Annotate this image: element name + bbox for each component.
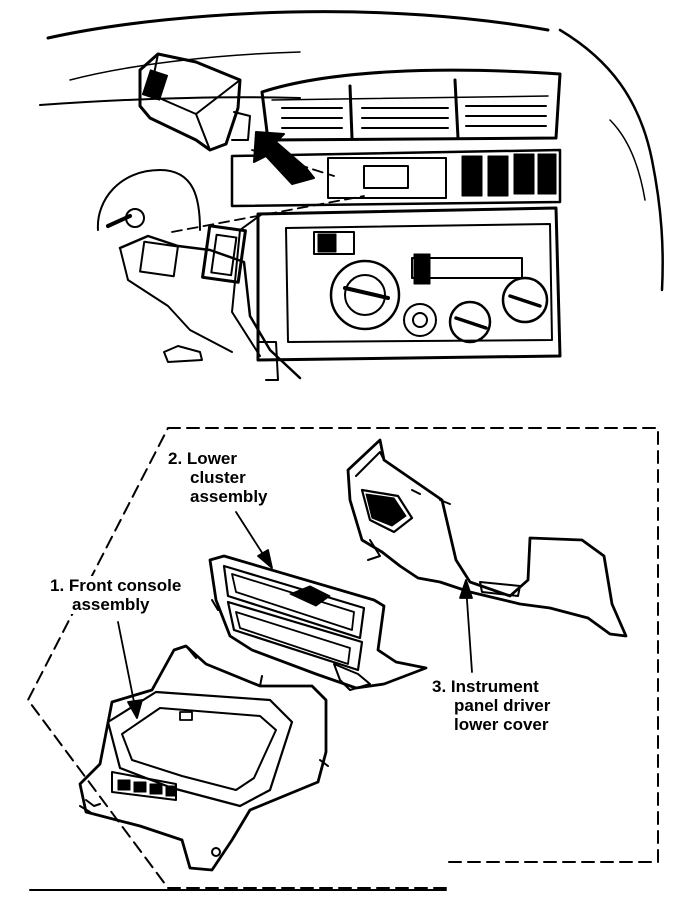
callout-3-number: 3. bbox=[432, 677, 447, 696]
leader-3-arrowhead bbox=[459, 579, 473, 599]
callout-1-label: 1. Front console assembly bbox=[48, 576, 184, 614]
callout-2-label: 2. Lower cluster assembly bbox=[166, 449, 270, 506]
leader-3 bbox=[465, 585, 473, 673]
front-console-assembly bbox=[78, 644, 329, 872]
callout-1-line-1: Front console bbox=[68, 576, 182, 595]
callout-3-line-1: Instrument bbox=[450, 677, 539, 696]
leader-2-arrowhead bbox=[257, 549, 273, 569]
callout-leaders bbox=[117, 511, 473, 719]
leader-1 bbox=[117, 621, 137, 713]
callout-2-line-1: Lower bbox=[186, 449, 237, 468]
callout-1-line-2: assembly bbox=[72, 595, 150, 614]
callout-2-line-2: cluster bbox=[190, 468, 246, 487]
dashed-frame bbox=[27, 427, 659, 889]
callout-2-number: 2. bbox=[168, 449, 183, 468]
callout-2-line-3: assembly bbox=[190, 487, 268, 506]
dashboard-illustration bbox=[39, 10, 664, 381]
lower-cluster-assembly bbox=[208, 554, 428, 691]
callout-3-line-2: panel driver bbox=[454, 696, 551, 715]
callout-3-label: 3. Instrument panel driver lower cover bbox=[430, 677, 553, 734]
leader-1-arrowhead bbox=[127, 699, 143, 719]
callout-3-line-3: lower cover bbox=[454, 715, 549, 734]
instrument-panel-driver-lower-cover bbox=[346, 438, 628, 638]
callout-1-number: 1. bbox=[50, 576, 65, 595]
